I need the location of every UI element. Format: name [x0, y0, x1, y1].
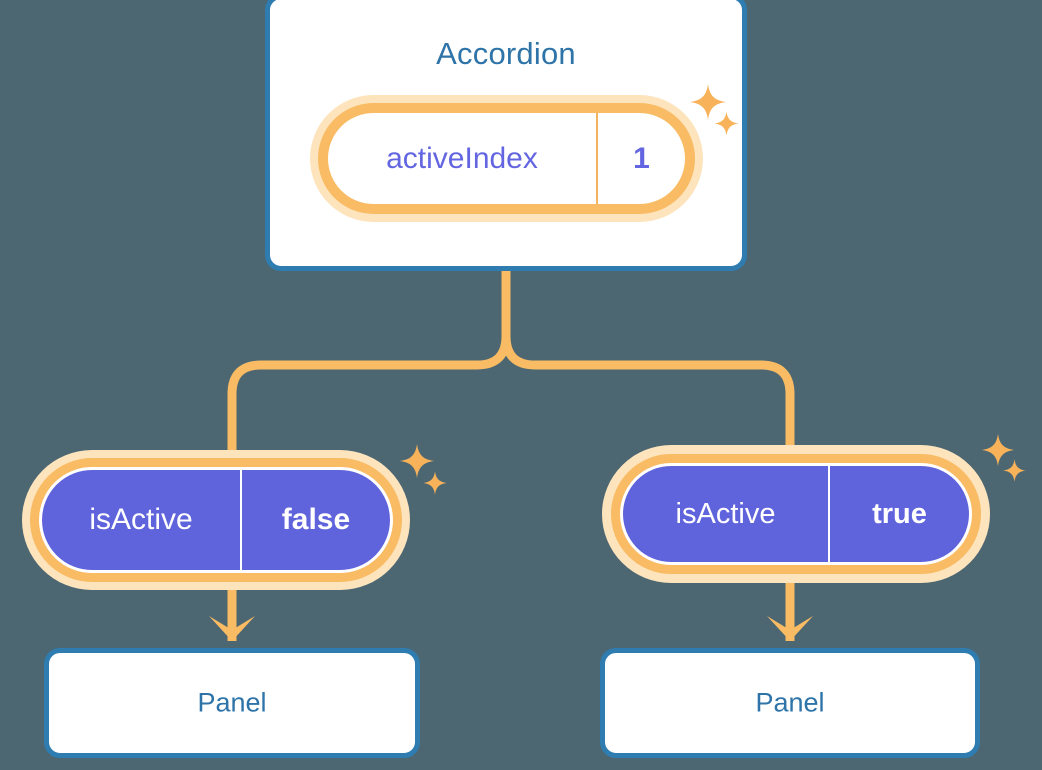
- sparkle-star-icon: [399, 443, 435, 479]
- sparkle-star-icon: [981, 433, 1015, 467]
- wire-branch-left: [227, 335, 511, 452]
- state-value-label: 1: [633, 141, 650, 175]
- state-pill-active-index[interactable]: activeIndex 1: [310, 95, 703, 222]
- pill-divider: [828, 466, 830, 562]
- pill-body: isActive true: [620, 463, 972, 565]
- wire-branch-right: [501, 335, 795, 450]
- panel-title: Panel: [197, 687, 267, 718]
- prop-value-label: false: [281, 503, 351, 536]
- page-title: Accordion: [436, 36, 576, 71]
- prop-key-label: isActive: [89, 503, 193, 536]
- arrow-down-icon-left: [209, 596, 255, 641]
- prop-value-label: true: [872, 497, 927, 530]
- sparkle-star-icon: [1003, 459, 1026, 482]
- prop-key-label: isActive: [675, 497, 776, 530]
- component-card-panel-right[interactable]: Panel: [600, 648, 980, 758]
- prop-pill-is-active-true[interactable]: isActive true: [602, 445, 990, 583]
- pill-divider: [240, 470, 242, 570]
- pill-body: isActive false: [39, 467, 393, 573]
- sparkle-group-left: [398, 442, 462, 506]
- sparkle-group-right: [980, 432, 1042, 496]
- component-card-panel-left[interactable]: Panel: [44, 648, 420, 758]
- sparkle-star-icon: [423, 471, 447, 495]
- pill-body: activeIndex 1: [328, 113, 685, 204]
- panel-title: Panel: [755, 687, 825, 718]
- arrow-down-icon-right: [767, 592, 813, 641]
- prop-pill-is-active-false[interactable]: isActive false: [22, 450, 410, 590]
- pill-divider: [596, 113, 598, 204]
- state-key-label: activeIndex: [386, 141, 538, 175]
